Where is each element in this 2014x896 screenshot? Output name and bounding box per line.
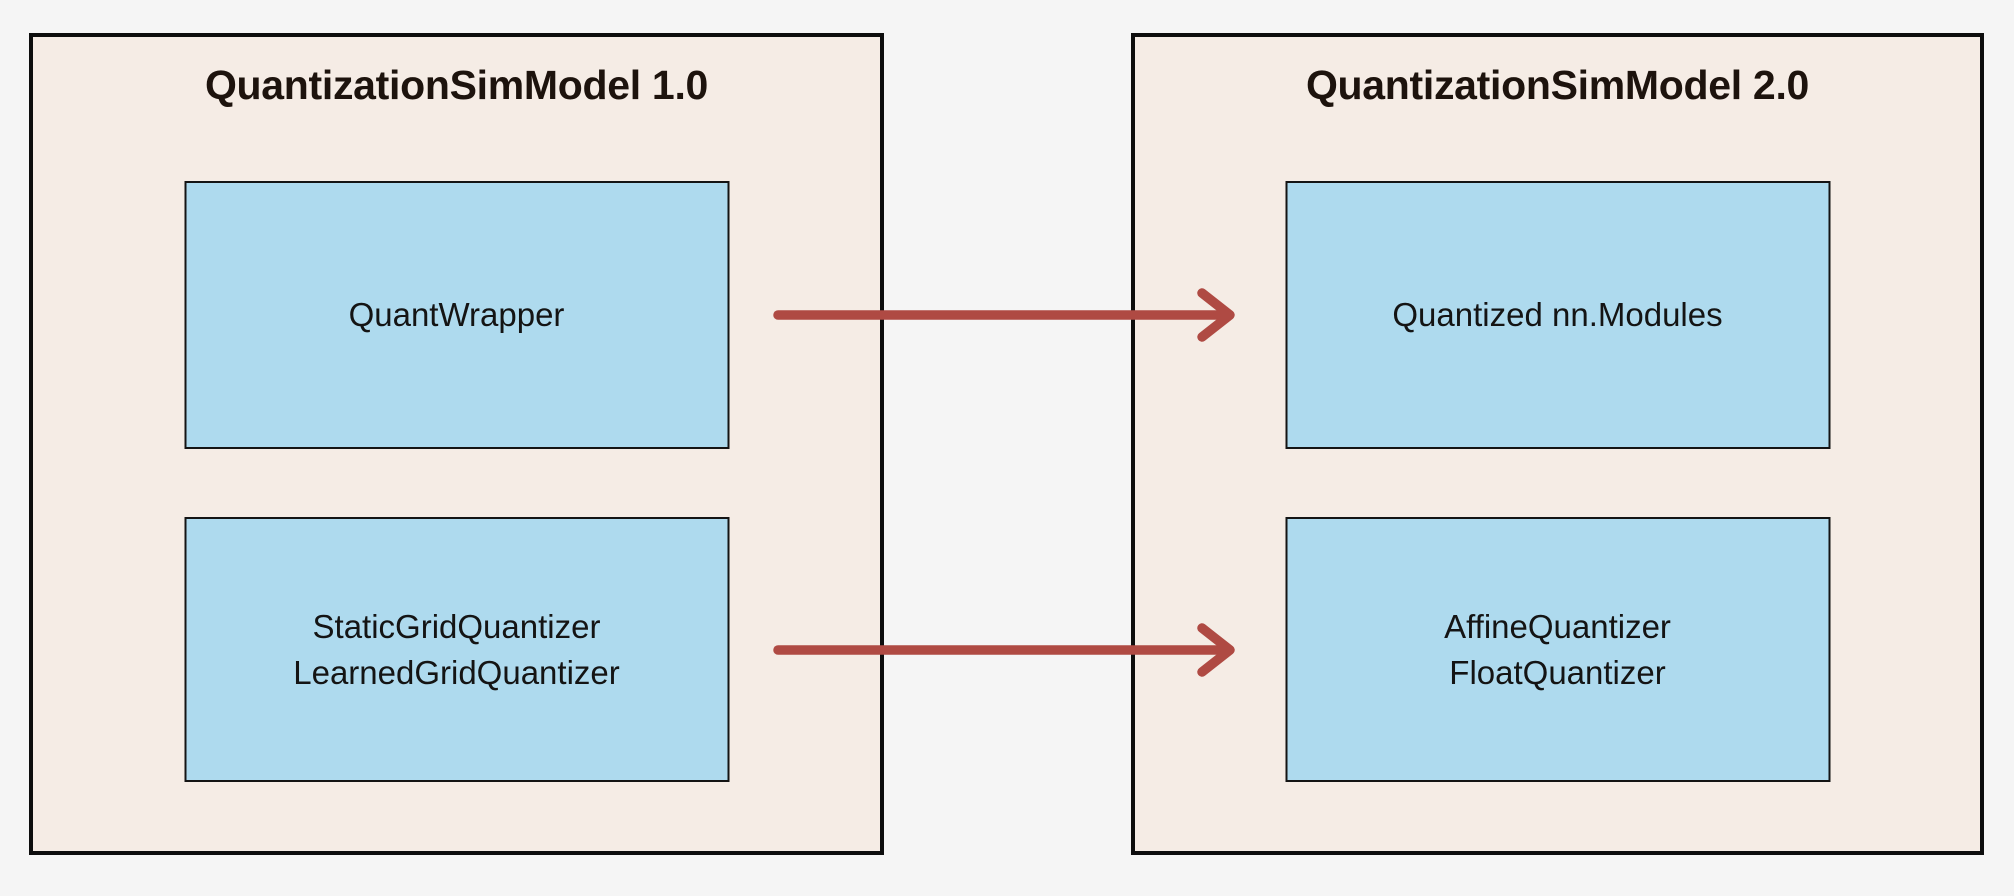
panel-quantizationsimmodel-2: QuantizationSimModel 2.0 Quantized nn.Mo…: [1131, 33, 1984, 855]
node-label-line: StaticGridQuantizer: [312, 607, 601, 645]
panel-quantizationsimmodel-1: QuantizationSimModel 1.0 QuantWrapper St…: [29, 33, 884, 855]
node-label-line: Quantized nn.Modules: [1392, 296, 1723, 333]
node-label-line: AffineQuantizer: [1444, 607, 1671, 645]
node-label-line: LearnedGridQuantizer: [293, 653, 620, 691]
arrow-quantwrapper-to-quantized-nn-modules: [773, 288, 1235, 342]
arrow-gridquantizers-to-affine-float-quantizers: [773, 623, 1235, 677]
node-affine-float-quantizers: AffineQuantizer FloatQuantizer: [1285, 517, 1830, 782]
arrow-head-icon: [1197, 623, 1235, 677]
arrow-head-icon: [1197, 288, 1235, 342]
node-grid-quantizers: StaticGridQuantizer LearnedGridQuantizer: [184, 517, 729, 782]
node-quantwrapper: QuantWrapper: [184, 181, 729, 449]
node-label-line: QuantWrapper: [348, 296, 565, 333]
node-quantized-nn-modules: Quantized nn.Modules: [1285, 181, 1830, 449]
panel-title: QuantizationSimModel 2.0: [1305, 62, 1810, 108]
panel-title: QuantizationSimModel 1.0: [204, 62, 709, 108]
node-label-line: FloatQuantizer: [1449, 653, 1666, 691]
